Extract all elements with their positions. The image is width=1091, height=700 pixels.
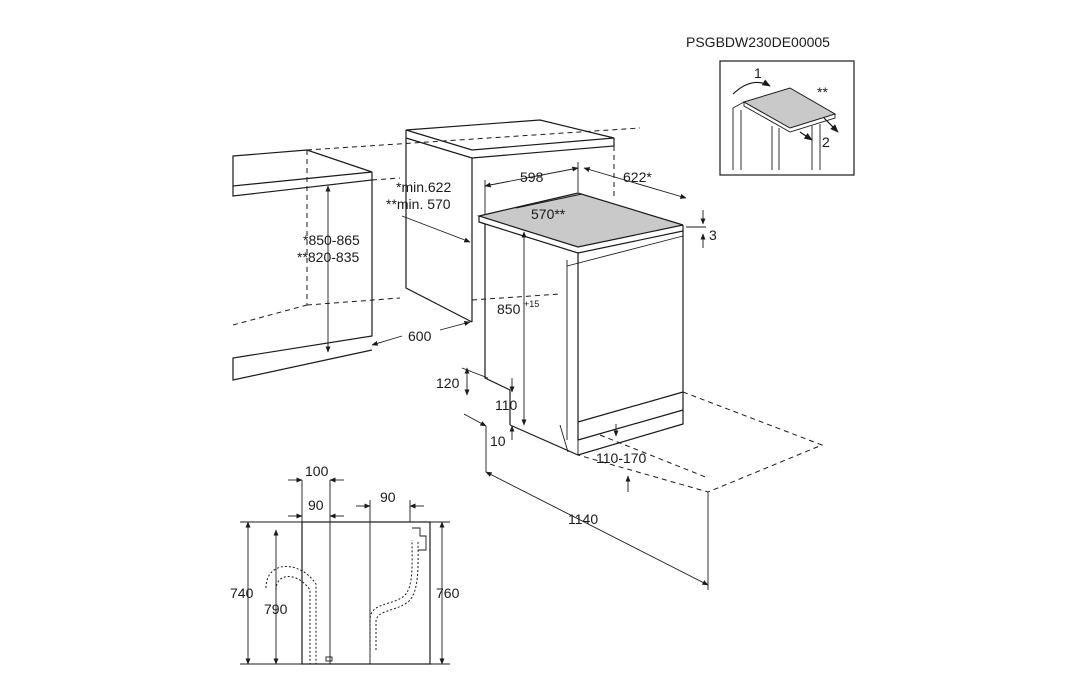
- dishwasher-door-seam: [566, 235, 684, 440]
- counter-front: [232, 180, 373, 381]
- inset-right-wall: [811, 124, 821, 170]
- cabinet-top-edge: [405, 130, 615, 159]
- side-view-body: [301, 521, 431, 665]
- dishwasher: [476, 192, 684, 456]
- inset-step-1: 1: [754, 65, 762, 81]
- dishwasher-side: [577, 231, 684, 441]
- inset-arrow-2a: [799, 131, 813, 141]
- dishwasher-plinth: [559, 424, 579, 455]
- label-side-100: 100: [305, 463, 329, 479]
- label-height-tolerance: +15: [524, 299, 539, 309]
- label-niche-depth-b: **min. 570: [386, 196, 451, 212]
- label-height: 850: [497, 301, 521, 317]
- label-side-90-left: 90: [308, 497, 324, 513]
- cabinet-top: [405, 119, 615, 151]
- counter-link: [371, 177, 401, 181]
- dim-niche-width-a: [371, 335, 403, 346]
- label-side-790: 790: [264, 601, 288, 617]
- inset-arrow-2b: [823, 117, 839, 133]
- dishwasher-base: [509, 410, 684, 456]
- dim-width-line: [484, 166, 579, 188]
- dim-depth-line: [583, 167, 687, 199]
- water-tap-icon: [412, 527, 427, 551]
- dim-plinth-ext: [461, 367, 489, 379]
- counter-top: [232, 149, 373, 187]
- inlet-hose-right: [369, 539, 413, 650]
- drain-hose-left-inner: [275, 576, 311, 664]
- counter-hidden-lines: [232, 127, 641, 326]
- label-side-90-right: 90: [380, 489, 396, 505]
- label-width: 598: [520, 169, 544, 185]
- inset-mid-wall: [771, 126, 780, 170]
- drain-hose-left: [265, 566, 317, 664]
- inset-top-edge: [743, 102, 836, 133]
- label-door-open: 1140: [568, 511, 598, 527]
- label-niche-height-a: *850-865: [303, 232, 360, 248]
- dim-niche-depth-line: [401, 215, 471, 243]
- label-top-offset: 3: [709, 227, 717, 243]
- counter-top-edge: [232, 172, 373, 197]
- inset-marker: **: [817, 84, 828, 100]
- dim-niche-width-b: [439, 321, 471, 331]
- dishwasher-front: [484, 224, 579, 440]
- inset-frame: [719, 60, 855, 176]
- inset-arrow-1: [732, 79, 771, 95]
- label-plinth-front: 120: [436, 375, 460, 391]
- label-depth: 622*: [623, 169, 652, 185]
- door-open-inner: [599, 434, 709, 479]
- label-niche-height-b: **820-835: [297, 249, 359, 265]
- document-code: PSGBDW230DE00005: [686, 34, 830, 50]
- label-side-740: 740: [230, 585, 254, 601]
- dimension-lines: [325, 162, 709, 590]
- inset-door-detail: 1 2 **: [719, 60, 855, 176]
- side-view: [240, 477, 450, 665]
- label-feet: 10: [490, 433, 506, 449]
- side-view-foot: [325, 656, 333, 662]
- dim-door-open-line: [485, 471, 709, 586]
- label-side-760: 760: [436, 585, 460, 601]
- label-niche-depth-a: *min.622: [396, 179, 451, 195]
- dishwasher-top-panel: [476, 192, 684, 248]
- label-plinth-adjust: 110-170: [596, 450, 647, 466]
- cabinet-walls: [405, 138, 473, 323]
- dim-feet-a: [463, 413, 487, 427]
- label-plinth-inner: 110: [495, 397, 518, 413]
- inset-left-wall: [732, 101, 745, 170]
- door-open-outline: [577, 391, 824, 493]
- inlet-hose-right-inner: [375, 539, 419, 650]
- left-counter: [232, 127, 641, 381]
- dim-inner-depth-line: [515, 193, 583, 209]
- label-niche-width: 600: [408, 328, 432, 344]
- inset-step-2: 2: [822, 134, 830, 150]
- label-inner-depth: 570**: [531, 206, 566, 222]
